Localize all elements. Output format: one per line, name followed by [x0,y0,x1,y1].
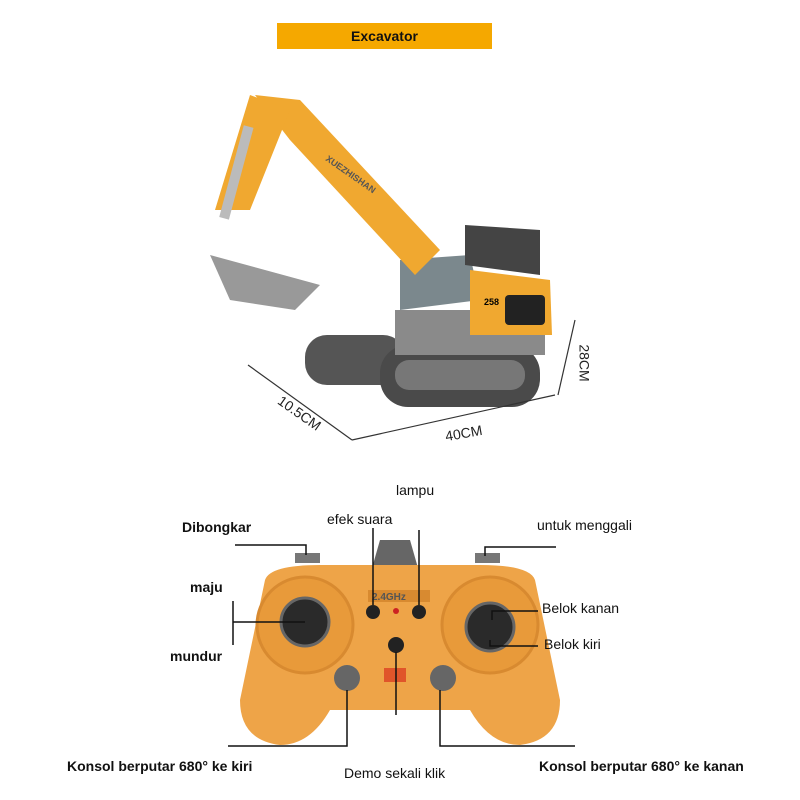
rotate-left-button [334,665,360,691]
model-number: 258 [484,297,499,307]
rotate-right-button [430,665,456,691]
lamp-button [412,605,426,619]
excavator-body: 258 [395,225,552,355]
right-joystick [464,601,516,653]
label-demo: Demo sekali klik [344,765,446,781]
callout-lines [228,528,575,747]
label-rotate-left: Konsol berputar 680° ke kiri [67,758,253,774]
label-lamp: lampu [396,482,435,498]
sound-button [366,605,380,619]
label-turn-left: Belok kiri [544,636,601,652]
label-rotate-right: Konsol berputar 680° ke kanan [539,758,744,774]
dimension-lines [247,319,576,441]
label-dump: Dibongkar [182,519,252,535]
label-forward: maju [190,579,223,595]
title-banner: Excavator [277,23,492,49]
label-sound: efek suara [327,511,393,527]
demo-button [388,637,404,653]
label-backward: mundur [170,648,223,664]
frequency-label: 2.4GHz [372,592,406,603]
excavator-tracks [305,335,540,407]
excavator-boom: XUEZHISHAN [210,95,440,310]
label-turn-right: Belok kanan [542,600,620,616]
label-dig: untuk menggali [537,517,632,533]
